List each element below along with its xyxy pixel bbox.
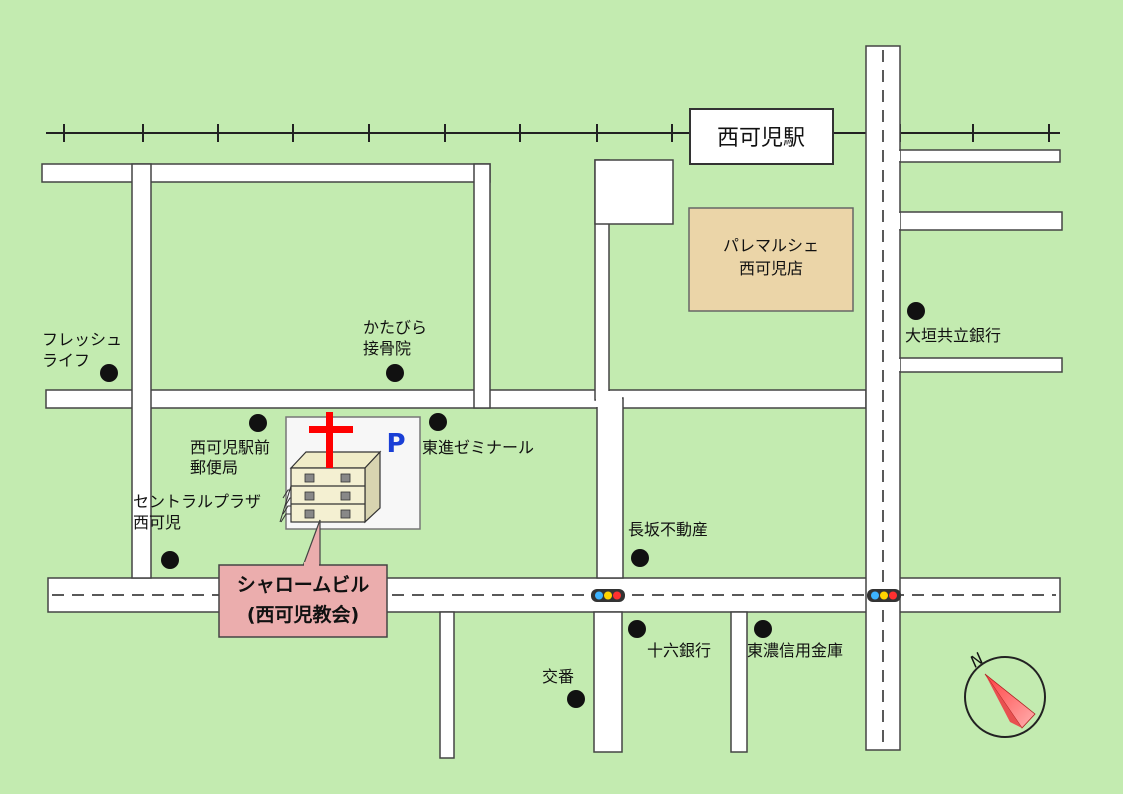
marker-tono-shinkin [754, 620, 772, 638]
traffic-light-west [591, 589, 625, 602]
compass-icon: N [964, 649, 1046, 738]
station-box[interactable]: 西可児駅 [689, 108, 834, 165]
destination-line1: シャロームビル [237, 574, 369, 596]
landmark-markers [100, 302, 925, 708]
katabira-line2: 接骨院 [363, 339, 411, 358]
destination-label[interactable]: シャロームビル (西可児教会) [218, 562, 388, 638]
marker-nagasaka [631, 549, 649, 567]
marker-post-office [249, 414, 267, 432]
koban-label: 交番 [542, 667, 574, 686]
central-plaza-line1: セントラルプラザ [133, 492, 261, 511]
supermarket-box[interactable]: パレマルシェ 西可児店 [688, 207, 854, 312]
parking-label: P [386, 429, 405, 459]
fresh-life-line2: ライフ [42, 351, 90, 370]
compass-label: N [966, 649, 987, 671]
central-plaza-line2: 西可児 [133, 513, 181, 532]
tono-shinkin-label: 東濃信用金庫 [747, 641, 843, 660]
nagasaka-label: 長坂不動産 [628, 520, 708, 539]
post-office-line1: 西可児駅前 [190, 438, 270, 457]
landmark-labels: フレッシュ ライフ かたびら 接骨院 西可児駅前 郵便局 セントラルプラザ 西可… [42, 318, 1001, 686]
road-network [41, 45, 1063, 759]
katabira-line1: かたびら [363, 318, 427, 337]
supermarket-line2: 西可児店 [739, 259, 803, 278]
marker-central-plaza [161, 551, 179, 569]
destination-line2: (西可児教会) [247, 603, 359, 626]
marker-katabira [386, 364, 404, 382]
building-icon [279, 450, 382, 524]
marker-koban [567, 690, 585, 708]
juroku-bank-label: 十六銀行 [647, 641, 711, 660]
railway-line [46, 124, 1060, 142]
toshin-seminar-label: 東進ゼミナール [422, 438, 534, 457]
supermarket-line1: パレマルシェ [723, 236, 819, 255]
station-label: 西可児駅 [717, 126, 805, 151]
marker-toshin-seminar [429, 413, 447, 431]
post-office-line2: 郵便局 [190, 458, 238, 477]
fresh-life-line1: フレッシュ [42, 330, 122, 349]
ogaki-bank-label: 大垣共立銀行 [905, 326, 1001, 345]
marker-juroku-bank [628, 620, 646, 638]
traffic-light-east [867, 589, 901, 602]
church-site[interactable]: P [279, 412, 421, 530]
cross-icon [309, 412, 353, 468]
marker-fresh-life [100, 364, 118, 382]
marker-ogaki-bank [907, 302, 925, 320]
